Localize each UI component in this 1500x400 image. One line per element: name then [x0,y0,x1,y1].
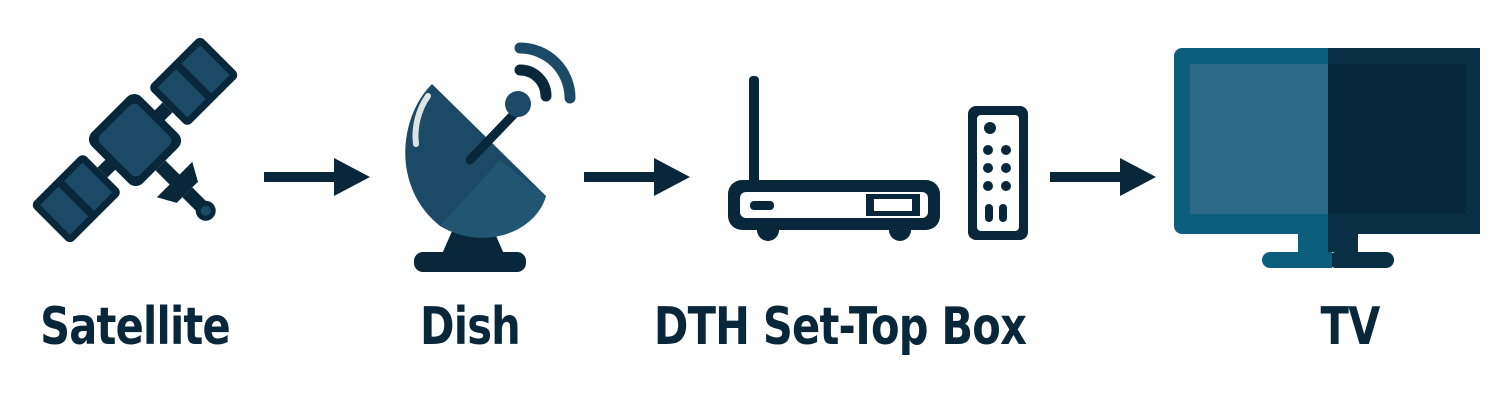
satellite-icon [32,37,238,243]
label-dish: Dish [420,297,521,357]
arrow-stb-to-tv [1050,158,1156,196]
label-satellite: Satellite [40,297,231,357]
arrow-satellite-to-dish [264,158,370,196]
arrow-dish-to-stb [584,158,690,196]
remote-control-icon [968,106,1028,240]
set-top-box-icon [728,76,940,241]
television-icon [1174,48,1480,268]
satellite-dish-icon [405,42,576,272]
label-set-top-box: DTH Set-Top Box [653,297,1027,357]
label-tv: TV [1320,297,1381,357]
